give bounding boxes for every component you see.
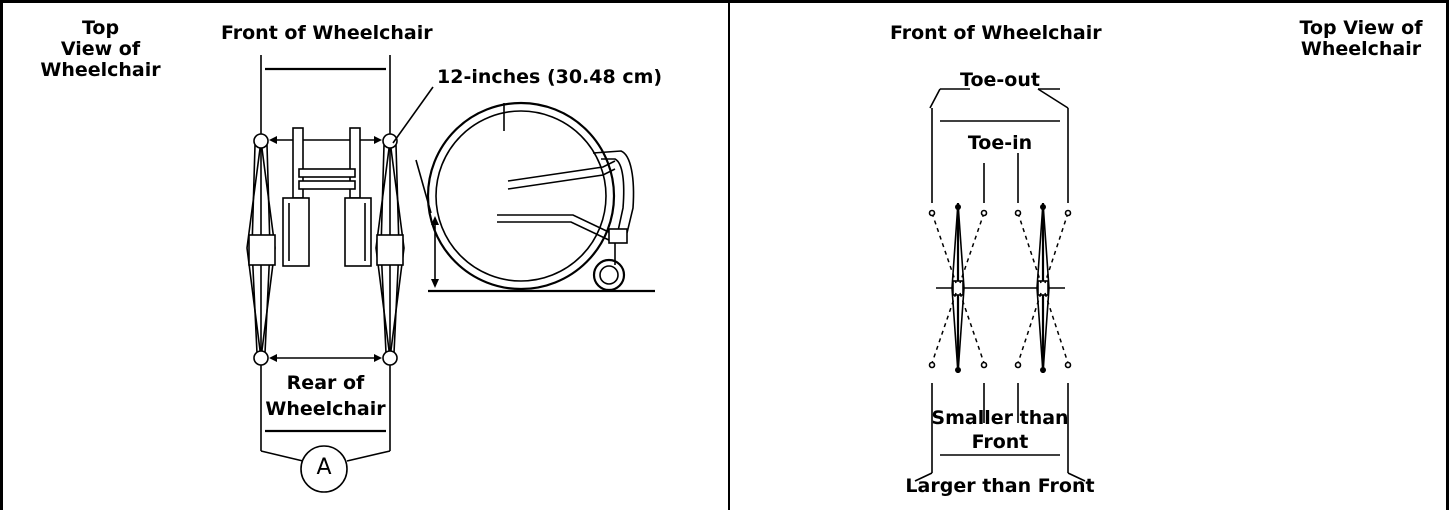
- front-right-wheel-marker: [382, 133, 398, 149]
- left-toe-out-dash-rear: [931, 292, 957, 364]
- left-wheel-front-dot: [955, 204, 961, 210]
- left-wheel-rear-dot: [955, 367, 961, 373]
- toe-out-label: Toe-out: [960, 69, 1040, 91]
- arrowhead-icon: [374, 354, 382, 362]
- side-frame-upper-2: [507, 168, 616, 190]
- larger-leader-right: [1067, 472, 1086, 482]
- arrowhead-icon: [269, 136, 277, 144]
- arrowhead-icon: [431, 279, 439, 288]
- left-panel: Top View of Wheelchair Front of Wheelcha…: [0, 0, 730, 510]
- marker-dot: [928, 361, 936, 369]
- front-left-wheel-marker: [253, 133, 269, 149]
- marker-dot: [1014, 209, 1022, 217]
- front-of-wheelchair-label: Front of Wheelchair: [221, 22, 433, 44]
- smaller-label-line-2: Front: [971, 431, 1029, 453]
- rear-left-wheel-marker: [253, 350, 269, 366]
- caster-wheel: [592, 258, 626, 292]
- cross-brace-2: [298, 180, 356, 190]
- rear-wheel-rim: [435, 110, 607, 282]
- front-of-wheelchair-label-right: Front of Wheelchair: [890, 22, 1102, 44]
- marker-dot: [980, 361, 988, 369]
- caster-wheel-inner: [599, 265, 619, 285]
- front-frame-bend-inner: [601, 158, 625, 232]
- right-wheel-front-dot: [1040, 204, 1046, 210]
- marker-dot: [1014, 361, 1022, 369]
- larger-leader-left: [914, 472, 933, 482]
- left-diagram: [246, 55, 655, 493]
- side-frame-lower: [497, 214, 616, 236]
- cross-brace-1: [298, 168, 356, 178]
- left-wheel-hub: [952, 280, 964, 296]
- front-frame-bend: [592, 150, 635, 234]
- rear-label-line-2: Wheelchair: [265, 398, 386, 420]
- callout-letter: A: [316, 455, 332, 480]
- measurement-leader-upper: [392, 86, 434, 144]
- left-toe-in-dash-rear: [959, 292, 985, 364]
- marker-dot: [980, 209, 988, 217]
- right-toe-out-dash-rear: [1044, 292, 1069, 364]
- larger-label: Larger than Front: [905, 475, 1095, 497]
- side-frame-lower-2: [497, 221, 612, 242]
- right-toe-in-dash-rear: [1017, 292, 1042, 364]
- toe-out-leader-left: [929, 88, 941, 109]
- right-wheel-hub: [1037, 280, 1049, 296]
- rear-right-wheel-marker: [382, 350, 398, 366]
- callout-circle: [300, 445, 348, 493]
- left-hub: [248, 234, 276, 266]
- marker-dot: [928, 209, 936, 217]
- top-view-label-block: Top View of Wheelchair: [23, 18, 178, 81]
- toe-in-label: Toe-in: [967, 132, 1033, 154]
- marker-dot: [1064, 361, 1072, 369]
- arrowhead-icon: [269, 354, 277, 362]
- right-seat-rail: [344, 197, 372, 267]
- left-seat-rail: [282, 197, 310, 267]
- right-wheel-rear-dot: [1040, 367, 1046, 373]
- toe-out-leader-right: [1037, 88, 1069, 109]
- marker-dot: [1064, 209, 1072, 217]
- rear-label-line-1: Rear of: [286, 372, 365, 394]
- smaller-label-line-1: Smaller than: [931, 407, 1069, 429]
- callout-leader-right: [346, 450, 391, 462]
- right-panel: Front of Wheelchair Top View of Wheelcha…: [730, 0, 1449, 510]
- side-frame-upper: [507, 160, 616, 182]
- top-view-label-right: Top View of Wheelchair: [1299, 17, 1423, 60]
- top-view-text: Top View of Wheelchair: [40, 17, 161, 81]
- callout-leader-left: [260, 450, 304, 462]
- measurement-label: 12-inches (30.48 cm): [437, 66, 663, 88]
- arrowhead-icon: [374, 136, 382, 144]
- right-diagram: [914, 88, 1086, 482]
- caster-fork: [608, 228, 628, 244]
- right-hub: [376, 234, 404, 266]
- rear-wheel-side: [426, 101, 616, 291]
